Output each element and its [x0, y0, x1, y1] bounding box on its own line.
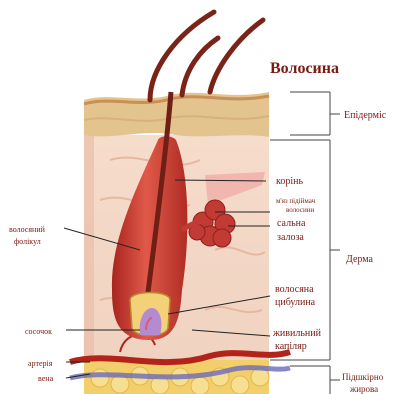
- label-artery: артерія: [28, 359, 53, 368]
- label-bulb-line1: волосяна: [275, 284, 314, 295]
- label-bulb-line2: цибулина: [275, 297, 316, 308]
- label-capillary-line2: капіляр: [275, 341, 307, 352]
- label-dermis: Дерма: [346, 254, 373, 265]
- label-subcutaneous-line1: Підшкірно: [342, 372, 384, 382]
- label-muscle-line2: волосини: [286, 206, 314, 214]
- label-capillary-line1: живильний: [272, 328, 322, 339]
- label-root: корінь: [276, 176, 303, 187]
- label-follicle-line1: волосяний: [9, 225, 46, 234]
- label-muscle-line1: м'яз підіймач: [276, 197, 316, 205]
- label-subcutaneous-line2: жирова: [349, 384, 378, 394]
- label-epidermis: Епідерміс: [344, 110, 387, 121]
- hair-shafts: [150, 12, 263, 100]
- label-sebaceous-line1: сальна: [277, 218, 306, 229]
- label-sebaceous-line2: залоза: [277, 232, 304, 243]
- label-vein: вена: [38, 374, 54, 383]
- label-hair: Волосина: [270, 60, 339, 77]
- label-papilla: сосочок: [25, 327, 52, 336]
- label-follicle-line2: фолікул: [14, 237, 41, 246]
